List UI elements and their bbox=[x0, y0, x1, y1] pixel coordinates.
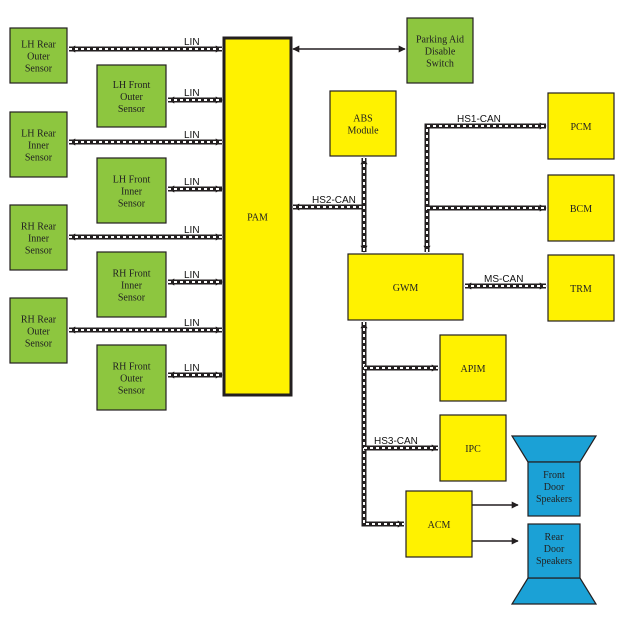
pcm-box: PCM bbox=[547, 92, 615, 160]
parking-switch-label-1: Disable bbox=[425, 47, 456, 58]
rh-front-inner-label-0: RH Front bbox=[112, 269, 150, 280]
lh-front-outer-label-0: LH Front bbox=[113, 80, 151, 91]
lh-rear-inner-label-0: LH Rear bbox=[21, 129, 56, 140]
ipc-box: IPC bbox=[439, 414, 507, 482]
lh-rear-outer-label-2: Sensor bbox=[25, 64, 53, 75]
hs3-bus-label: HS3-CAN bbox=[374, 436, 418, 447]
lh-front-inner-label-0: LH Front bbox=[113, 175, 151, 186]
lh-rear-inner-label-1: Inner bbox=[28, 141, 50, 152]
rh-rear-inner-label-1: Inner bbox=[28, 234, 50, 245]
rh-rear-inner-label-0: RH Rear bbox=[21, 222, 57, 233]
rear-speakers-label-2: Speakers bbox=[536, 556, 572, 567]
gwm-box: GWM bbox=[347, 253, 464, 321]
lh-rear-outer-label-1: Outer bbox=[27, 52, 50, 63]
bcm-label-0: BCM bbox=[570, 204, 592, 215]
acm-label-0: ACM bbox=[428, 520, 451, 531]
rh-rear-inner-label-2: Sensor bbox=[25, 246, 53, 257]
rh-front-outer-label-0: RH Front bbox=[112, 362, 150, 373]
pam-label-0: PAM bbox=[247, 213, 268, 224]
trm-label-0: TRM bbox=[570, 284, 592, 295]
lh-front-outer-label-1: Outer bbox=[120, 92, 143, 103]
lh-front-inner-label-2: Sensor bbox=[118, 199, 146, 210]
lin-bus-label: LIN bbox=[184, 37, 200, 48]
hs3-can-trunk bbox=[360, 321, 405, 528]
hs1-bus-label: HS1-CAN bbox=[457, 114, 501, 125]
pam-box: PAM bbox=[222, 36, 293, 397]
gwm-label-0: GWM bbox=[393, 283, 419, 294]
rh-front-inner-label-1: Inner bbox=[121, 281, 143, 292]
pcm-label-0: PCM bbox=[570, 122, 591, 133]
rh-rear-outer-label-0: RH Rear bbox=[21, 315, 57, 326]
lin-bus-label: LIN bbox=[184, 270, 200, 281]
lin-bus-label: LIN bbox=[184, 88, 200, 99]
lin-bus-label: LIN bbox=[184, 225, 200, 236]
parking-switch-label-2: Switch bbox=[426, 59, 454, 70]
hs1-can-pcm-link bbox=[423, 122, 547, 253]
trm-box: TRM bbox=[547, 254, 615, 322]
ms-bus-label: MS-CAN bbox=[484, 274, 523, 285]
lh-front-outer-label-2: Sensor bbox=[118, 104, 146, 115]
lin-bus-label: LIN bbox=[184, 318, 200, 329]
parking-switch-label-0: Parking Aid bbox=[416, 35, 464, 46]
front-speakers-label-2: Speakers bbox=[536, 494, 572, 505]
hs2-bus-label: HS2-CAN bbox=[312, 195, 356, 206]
lin-bus-label: LIN bbox=[184, 177, 200, 188]
acm-box: ACM bbox=[405, 490, 473, 558]
rh-front-outer-label-2: Sensor bbox=[118, 386, 146, 397]
rh-front-inner-label-2: Sensor bbox=[118, 293, 146, 304]
lin-bus-label: LIN bbox=[184, 130, 200, 141]
connections bbox=[68, 45, 547, 545]
rh-rear-outer-label-2: Sensor bbox=[25, 339, 53, 350]
lh-front-inner-label-1: Inner bbox=[121, 187, 143, 198]
lh-rear-inner-label-2: Sensor bbox=[25, 153, 53, 164]
lin-bus-label: LIN bbox=[184, 363, 200, 374]
rear-speakers-label-1: Door bbox=[544, 544, 565, 555]
bcm-box: BCM bbox=[547, 174, 615, 242]
front-speakers-label-1: Door bbox=[544, 482, 565, 493]
rh-rear-outer-label-1: Outer bbox=[27, 327, 50, 338]
lh-rear-outer-label-0: LH Rear bbox=[21, 40, 56, 51]
apim-box: APIM bbox=[439, 334, 507, 402]
abs-label-0: ABS bbox=[353, 114, 372, 125]
ipc-label-0: IPC bbox=[465, 444, 481, 455]
front-speakers-label-0: Front bbox=[543, 470, 565, 481]
abs-label-1: Module bbox=[347, 126, 379, 137]
rear-speakers-label-0: Rear bbox=[545, 532, 565, 543]
rh-front-outer-label-1: Outer bbox=[120, 374, 143, 385]
apim-label-0: APIM bbox=[460, 364, 485, 375]
bus-labels: LIN LIN LIN LIN LIN LIN LIN LIN HS2-CAN HS1-CAN MS… bbox=[184, 37, 523, 447]
